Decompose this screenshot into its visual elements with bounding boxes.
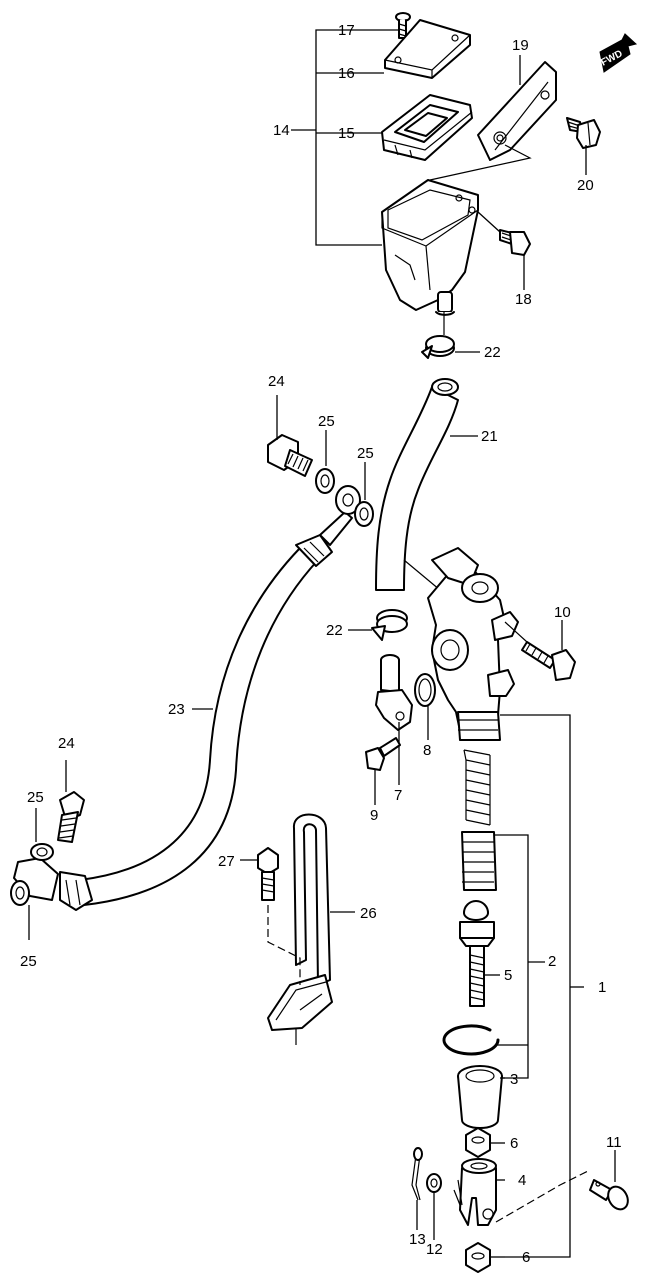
callout-18: 18: [515, 291, 532, 308]
hose-joint-oring: [414, 673, 436, 707]
callout-25-d: 25: [20, 953, 37, 970]
lock-nut-upper: [465, 1127, 491, 1158]
callout-11: 11: [606, 1134, 622, 1151]
banjo-bolt-lower: [57, 791, 85, 843]
callout-labels: 1 2 3 4 5 6 6 7 8 9 10 11 12 13 14 15 16…: [20, 22, 622, 1266]
callout-25-b: 25: [357, 445, 374, 462]
callout-23: 23: [168, 701, 185, 718]
callout-26: 26: [360, 905, 377, 922]
callout-5: 5: [504, 967, 512, 984]
bracket-bolt: [566, 117, 601, 149]
reservoir-cap: [384, 19, 471, 79]
sealing-washer-lower-a: [30, 843, 54, 861]
push-rod: [459, 900, 495, 1007]
callout-1: 1: [598, 979, 606, 996]
callout-15: 15: [338, 125, 355, 142]
reservoir-bolt: [499, 229, 531, 256]
reservoir-guard-bracket: [267, 813, 333, 1045]
mounting-bracket: [477, 61, 557, 161]
callout-24-upper: 24: [268, 373, 285, 390]
callout-8: 8: [423, 742, 431, 759]
cotter-pin: [411, 1147, 423, 1201]
callout-19: 19: [512, 37, 529, 54]
callout-3: 3: [510, 1071, 518, 1088]
washer: [426, 1173, 442, 1193]
lock-nut-lower: [465, 1242, 491, 1273]
callout-12: 12: [426, 1241, 443, 1258]
callout-25-a: 25: [318, 413, 335, 430]
callout-2: 2: [548, 953, 556, 970]
reservoir-diaphragm: [381, 94, 473, 161]
hose-clamp-lower: [371, 609, 408, 641]
callout-17: 17: [338, 22, 355, 39]
callout-21: 21: [481, 428, 498, 445]
callout-10: 10: [554, 604, 571, 621]
callout-4: 4: [518, 1172, 526, 1189]
fwd-arrow-icon: FWD: [599, 33, 638, 73]
callout-6-upper: 6: [510, 1135, 518, 1152]
circlip: [442, 1024, 500, 1056]
callout-24-lower: 24: [58, 735, 75, 752]
return-spring: [463, 749, 491, 826]
callout-9: 9: [370, 807, 378, 824]
hose-joint-screw: [365, 737, 401, 771]
callout-16: 16: [338, 65, 355, 82]
clevis: [453, 1158, 497, 1226]
sealing-washer-upper-a: [315, 468, 335, 494]
callout-20: 20: [577, 177, 594, 194]
dust-boot: [457, 1065, 503, 1129]
callout-22-upper: 22: [484, 344, 501, 361]
callout-25-c: 25: [27, 789, 44, 806]
reservoir-cap-screw: [395, 12, 411, 39]
master-cylinder-body: [427, 547, 519, 741]
callout-13: 13: [409, 1231, 426, 1248]
callout-27: 27: [218, 853, 235, 870]
sealing-washer-lower-b: [10, 880, 30, 906]
callout-22-lower: 22: [326, 622, 343, 639]
callout-7: 7: [394, 787, 402, 804]
cylinder-mount-bolt: [521, 641, 576, 681]
guard-bracket-bolt: [257, 847, 279, 901]
piston-cup: [461, 831, 497, 891]
callout-6-lower: 6: [522, 1249, 530, 1266]
reservoir-body: [381, 179, 479, 316]
sealing-washer-upper-b: [354, 501, 374, 527]
hose-clamp-top: [421, 335, 455, 359]
reservoir-hose: [375, 378, 459, 591]
banjo-bolt-upper: [267, 434, 313, 477]
clevis-pin: [589, 1179, 629, 1211]
callout-14: 14: [273, 122, 290, 139]
brake-hose: [13, 485, 361, 911]
hose-joint: [375, 654, 413, 731]
